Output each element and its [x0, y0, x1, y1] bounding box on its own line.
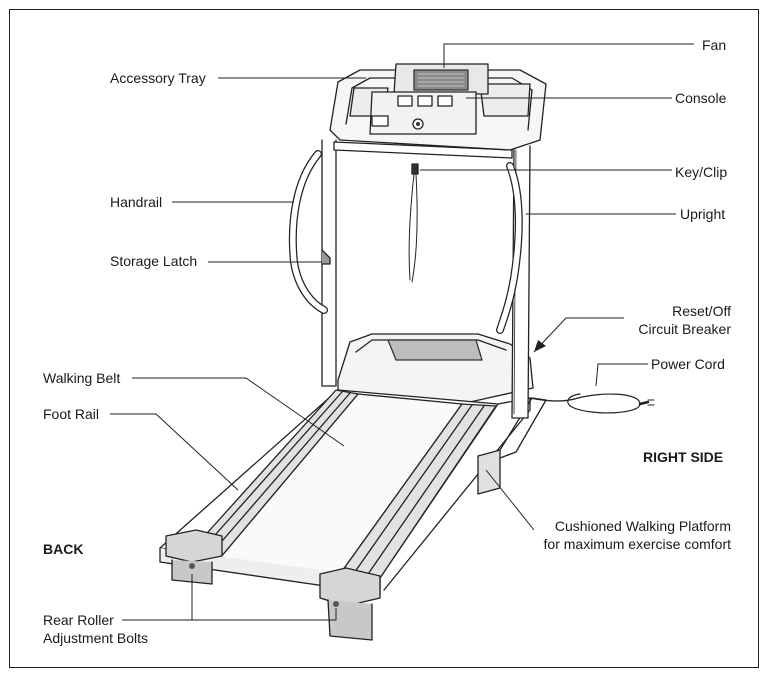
label-upright: Upright — [680, 206, 726, 222]
rear-left-endcap — [165, 529, 223, 563]
breaker-arrow-icon — [534, 340, 546, 352]
rear-left-bolt-icon — [189, 563, 195, 569]
label-storage-latch: Storage Latch — [110, 253, 198, 269]
label-foot-rail: Foot Rail — [43, 406, 100, 422]
console-display-2 — [417, 95, 433, 107]
diagram-frame — [9, 9, 759, 668]
label-walking-belt: Walking Belt — [43, 370, 121, 386]
label-circuit-breaker: Circuit Breaker — [638, 321, 731, 337]
label-cushioned-platform: Cushioned Walking Platform — [554, 518, 731, 534]
label-exercise-comfort: for maximum exercise comfort — [543, 536, 731, 552]
key-clip-icon — [411, 163, 419, 175]
label-accessory-tray: Accessory Tray — [110, 70, 206, 86]
console-display-3 — [437, 95, 453, 107]
label-rear-roller: Rear Roller — [43, 612, 114, 628]
rear-right-bolt-icon — [333, 601, 339, 607]
label-key-clip: Key/Clip — [675, 164, 728, 180]
leader-lines — [110, 43, 694, 621]
label-reset-off: Reset/Off — [672, 303, 731, 319]
fan-grille — [413, 69, 469, 91]
label-right-side: RIGHT SIDE — [643, 449, 724, 465]
power-cord — [529, 393, 641, 414]
label-fan: Fan — [702, 37, 727, 53]
label-console: Console — [675, 90, 727, 106]
label-power-cord: Power Cord — [651, 356, 725, 372]
console-display-1 — [397, 95, 413, 107]
label-adjustment-bolts: Adjustment Bolts — [43, 630, 149, 646]
rear-right-endcap — [319, 567, 381, 607]
label-back: BACK — [43, 541, 84, 557]
label-handrail: Handrail — [110, 194, 163, 210]
